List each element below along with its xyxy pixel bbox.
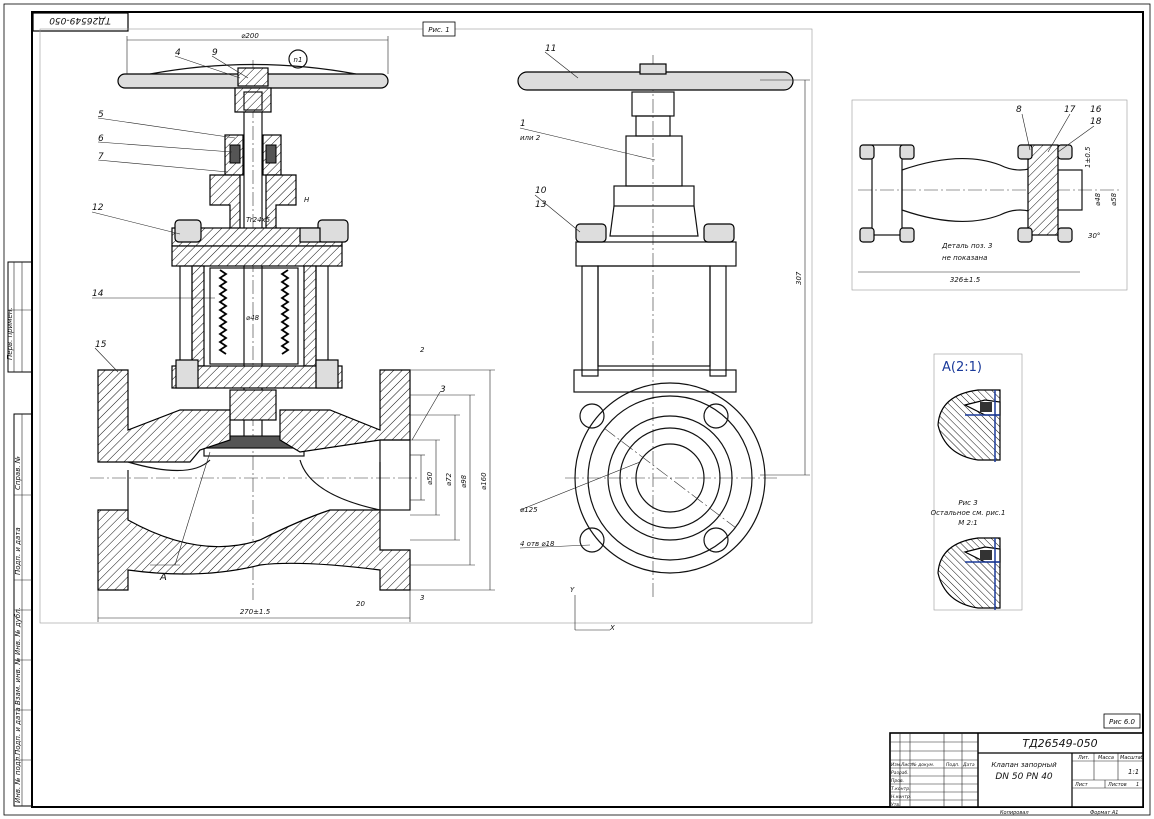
- detail-note-3: М 2:1: [958, 519, 978, 527]
- callout-1: 1: [520, 119, 526, 129]
- tb-row-3: Т.контр.: [891, 786, 911, 792]
- tb-format: Формат A1: [1090, 810, 1118, 816]
- callout-7: 7: [98, 152, 104, 162]
- sheet-border: [3, 3, 1151, 816]
- valve-front-view: 307 ⌀125 4 отв ⌀18 11 1 или 2 10 13 Y X: [517, 44, 810, 632]
- strip-label-1: Справ. №: [14, 456, 22, 490]
- strip-label-5: Подп. и дата: [14, 707, 22, 755]
- tb-sheet: Лист: [1074, 782, 1089, 788]
- dim-mid: ⌀72: [445, 472, 453, 486]
- detail-note-2: Остальное см. рис.1: [931, 509, 1006, 517]
- tb-row-1: Разраб.: [891, 770, 909, 776]
- section-letter: A: [159, 572, 167, 583]
- callout-15: 15: [95, 340, 107, 350]
- callout-3: 3: [440, 385, 446, 395]
- svg-text:Рис 6.0: Рис 6.0: [1109, 718, 1136, 726]
- tb-col-1: № докум.: [911, 762, 934, 768]
- callout-9: 9: [212, 48, 218, 58]
- callout-16: 16: [1090, 105, 1102, 115]
- dim-flange: ⌀125: [520, 506, 538, 514]
- fig3-d1: ⌀48: [1094, 192, 1102, 206]
- title-block: Изм. Разраб. Пров. Т.контр. Н.контр. Утв…: [889, 732, 1144, 816]
- callout-17: 17: [1064, 105, 1076, 115]
- callout-11: 11: [545, 44, 556, 54]
- doc-code-stamp: ТД26549-050: [32, 12, 129, 32]
- strip-label-2: Подп. и дата: [14, 527, 22, 575]
- doc-code-rotated: ТД26549-050: [49, 15, 111, 25]
- dim-stem: ⌀48: [246, 314, 260, 322]
- valve-section-view: n1: [90, 32, 495, 622]
- fig3-h: 1±0.5: [1084, 146, 1092, 168]
- dim-gap-bottom: 3: [420, 594, 424, 602]
- fig3-d2: ⌀58: [1110, 192, 1118, 206]
- tb-scale: Масштаб: [1120, 755, 1144, 761]
- dim-large: ⌀98: [460, 474, 468, 488]
- fig1-label: Рис. 1: [428, 26, 450, 34]
- fig3-angle: 30°: [1088, 232, 1100, 240]
- dim-thread: Tr24x5: [246, 216, 271, 224]
- callout-5: 5: [98, 110, 104, 120]
- callout-14: 14: [92, 289, 104, 299]
- dim-seat-gap: 20: [356, 600, 365, 608]
- strip-label-0: Перв. примен.: [6, 307, 14, 360]
- dim-handwheel: ⌀200: [241, 32, 259, 40]
- fig6-label: Рис 6.0: [1103, 713, 1141, 729]
- tb-row-2: Пров.: [891, 778, 904, 784]
- callout-6: 6: [98, 134, 104, 144]
- or-text: или 2: [520, 134, 541, 142]
- tb-sheets-value: 1: [1136, 782, 1139, 788]
- tb-lit: Лит.: [1077, 755, 1090, 761]
- left-strip: Перв. примен. Справ. № Подп. и дата Инв.…: [6, 261, 33, 807]
- handwheel-badge: [288, 49, 308, 69]
- svg-text:n1: n1: [294, 56, 303, 64]
- axis-x: X: [609, 624, 615, 632]
- note-part3-2: не показана: [942, 254, 987, 262]
- tb-mass: Масса: [1098, 755, 1114, 761]
- tb-sheets: Листов: [1107, 782, 1127, 788]
- drawing-frame: [31, 11, 1144, 808]
- tb-col-3: Дата: [962, 762, 975, 768]
- note-part3-1: Деталь поз. 3: [941, 242, 992, 250]
- fig1-frame: Рис. 1: [39, 21, 813, 624]
- handwheel-front: [517, 71, 794, 91]
- tb-scale-value: 1:1: [1128, 768, 1139, 776]
- bellows: [209, 267, 299, 365]
- dim-length: 270±1.5: [240, 608, 271, 616]
- detail-a: A(2:1) Рис 3 Остальное см. рис.1 М 2:1: [931, 353, 1023, 611]
- strip-label-4: Взам. инв. №: [14, 657, 22, 705]
- dim-small: ⌀50: [426, 471, 434, 485]
- callout-4: 4: [175, 48, 181, 58]
- callout-10: 10: [535, 186, 547, 196]
- tb-name-1: Клапан запорный: [991, 761, 1057, 769]
- callout-13: 13: [535, 200, 547, 210]
- dim-outer: ⌀160: [480, 472, 488, 490]
- tb-col-2: Подп.: [946, 762, 960, 768]
- tb-copied: Копировал: [1000, 810, 1029, 816]
- fig3-view: 326±1.5 ⌀48 ⌀58 1±0.5 30° Деталь поз. 3 …: [851, 99, 1128, 291]
- tb-row-4: Н.контр.: [891, 794, 911, 800]
- fig3-len: 326±1.5: [950, 276, 981, 284]
- tb-name-2: DN 50 PN 40: [995, 772, 1053, 782]
- callout-18: 18: [1090, 117, 1102, 127]
- dim-gap-top: 2: [420, 346, 425, 354]
- callout-12: 12: [92, 203, 104, 213]
- dim-h: H: [304, 196, 310, 204]
- strip-label-3: Инв. № дубл.: [14, 607, 22, 655]
- strip-label-6: Инв. № подл.: [14, 755, 22, 803]
- detail-note-1: Рис 3: [958, 499, 977, 507]
- dim-holes: 4 отв ⌀18: [520, 540, 555, 548]
- tb-row-0: Изм.: [891, 762, 902, 768]
- callout-8: 8: [1016, 105, 1022, 115]
- detail-title: A(2:1): [942, 360, 982, 375]
- axis-y: Y: [570, 586, 575, 594]
- tb-row-5: Утв.: [891, 802, 900, 808]
- tb-doc-code: ТД26549-050: [1022, 737, 1097, 750]
- tb-col-0: Лист: [900, 762, 913, 768]
- dim-height: 307: [795, 271, 803, 285]
